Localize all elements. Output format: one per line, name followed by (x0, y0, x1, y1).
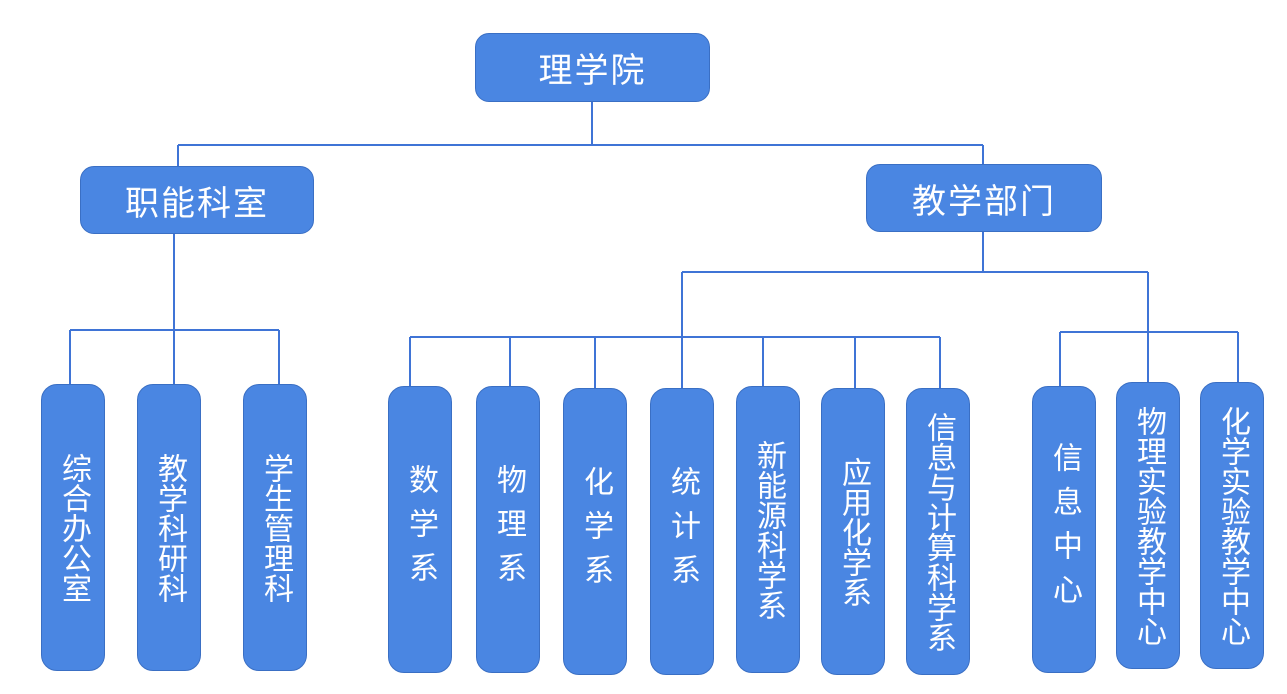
admin-unit-node: 教学科研科 (137, 384, 201, 671)
root-label: 理学院 (538, 51, 647, 91)
center-label: 化学实验教学中心 (1215, 405, 1250, 646)
center-node: 物理实验教学中心 (1116, 382, 1180, 669)
admin-unit-label: 综合办公室 (56, 452, 91, 603)
department-label: 应用化学系 (836, 456, 871, 607)
admin-unit-node: 学生管理科 (243, 384, 307, 671)
center-node: 信息中心 (1032, 386, 1096, 673)
department-label: 物理系 (491, 463, 526, 596)
admin-unit-node: 综合办公室 (41, 384, 105, 671)
department-node: 统计系 (650, 388, 714, 675)
department-label: 数学系 (403, 463, 438, 596)
department-node: 信息与计算科学系 (906, 388, 970, 675)
teaching-branch-node: 教学部门 (866, 164, 1102, 232)
department-label: 统计系 (665, 465, 700, 598)
center-label: 物理实验教学中心 (1131, 405, 1166, 646)
admin-branch-label: 职能科室 (125, 183, 269, 224)
department-label: 化学系 (578, 465, 613, 598)
department-node: 化学系 (563, 388, 627, 675)
department-node: 应用化学系 (821, 388, 885, 675)
teaching-branch-label: 教学部门 (912, 181, 1056, 222)
admin-unit-label: 学生管理科 (258, 452, 293, 603)
root-node: 理学院 (475, 33, 710, 102)
center-label: 信息中心 (1047, 441, 1082, 618)
admin-branch-node: 职能科室 (80, 166, 314, 234)
department-label: 新能源科学系 (751, 439, 786, 620)
department-node: 数学系 (388, 386, 452, 673)
admin-unit-label: 教学科研科 (152, 452, 187, 603)
department-node: 物理系 (476, 386, 540, 673)
center-node: 化学实验教学中心 (1200, 382, 1264, 669)
department-label: 信息与计算科学系 (921, 411, 956, 652)
department-node: 新能源科学系 (736, 386, 800, 673)
